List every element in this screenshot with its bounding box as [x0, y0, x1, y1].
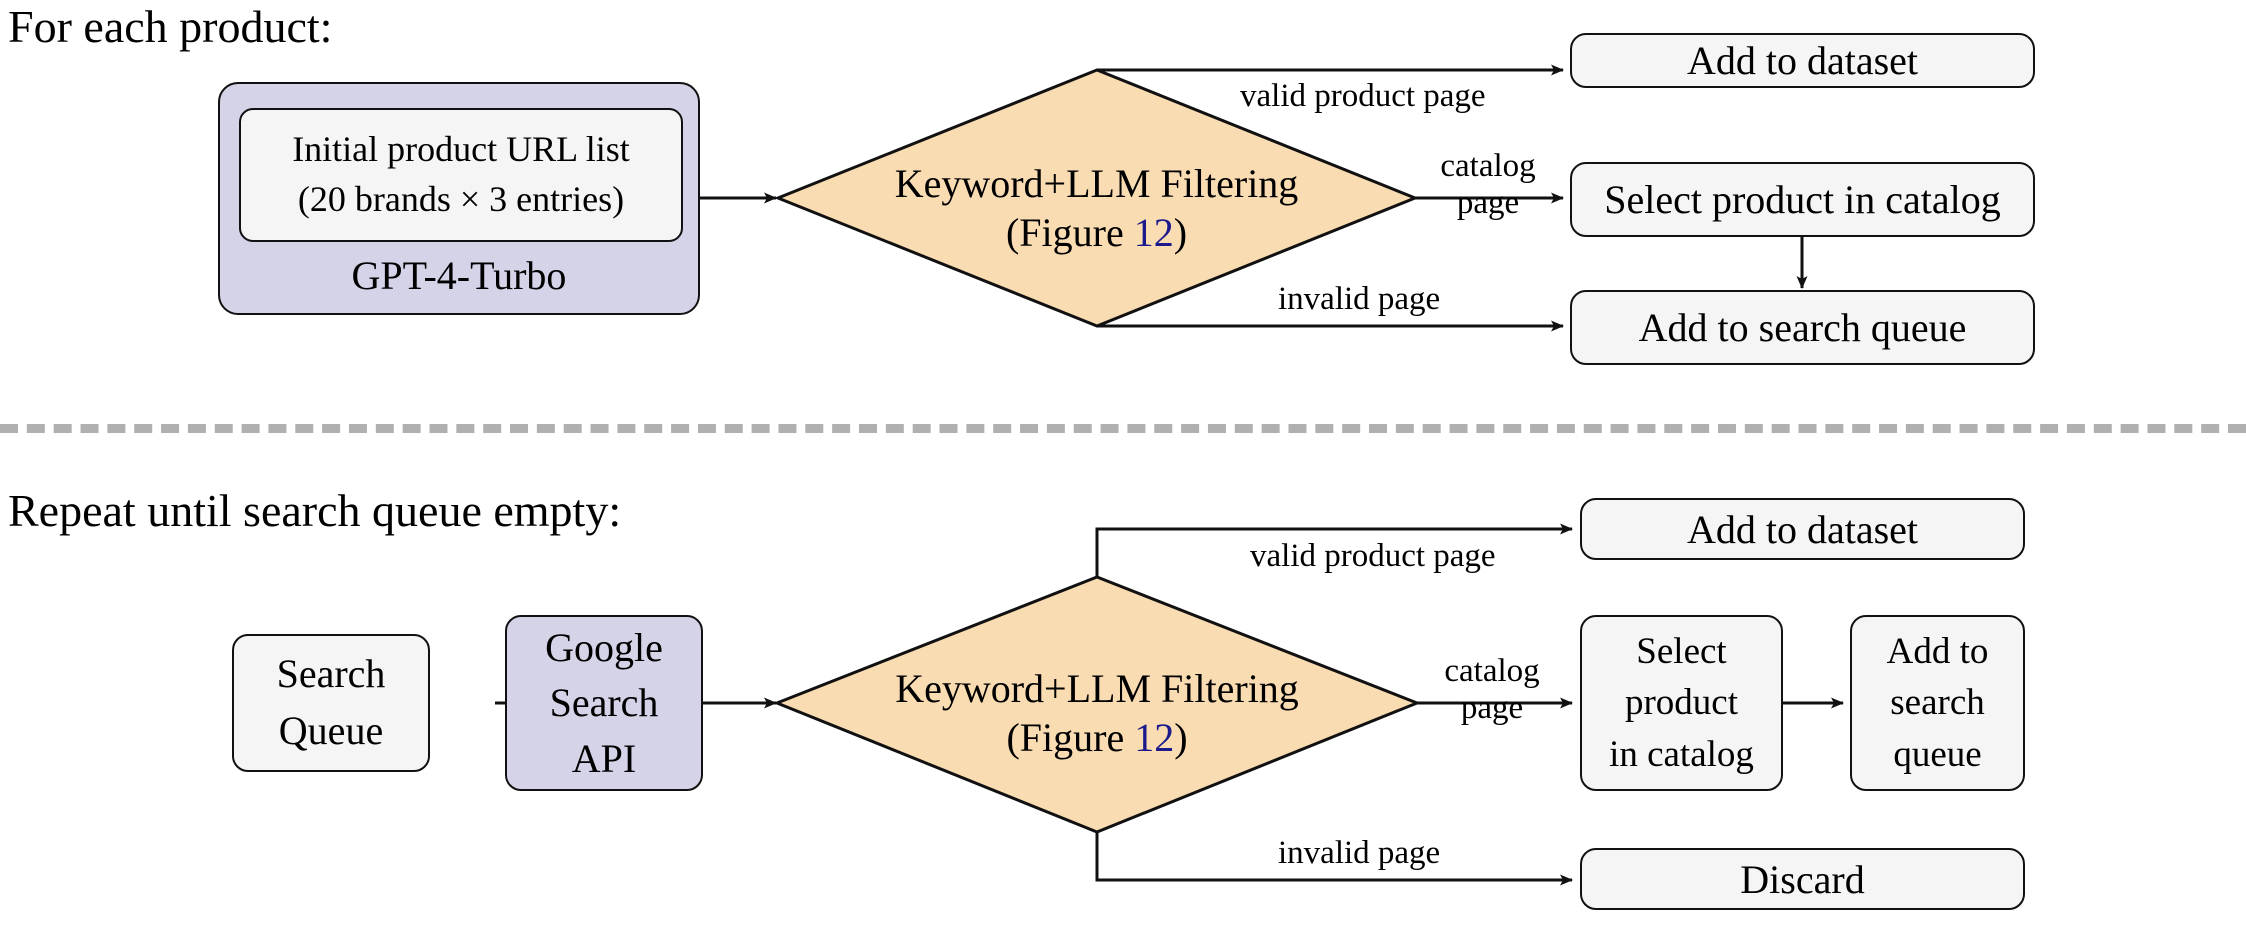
decision-diamond-top[interactable] [773, 68, 1420, 328]
output-select-product-in-catalog-top[interactable]: Select product in catalog [1570, 162, 2035, 237]
search-queue-node[interactable]: Search Queue [232, 634, 430, 772]
output-select-bottom-line1: Select [1636, 631, 1727, 673]
section-title-bottom: Repeat until search queue empty: [8, 485, 622, 536]
section-title-top: For each product: [8, 1, 333, 52]
edge-label-catalog-bottom-line2: page [1460, 689, 1524, 726]
search-queue-line1: Search [276, 651, 386, 697]
section-divider [0, 424, 2246, 433]
output-queue-bottom-line1: Add to [1886, 631, 1989, 673]
edge-valid-product-page-bottom [1095, 523, 1573, 577]
output-add-to-dataset-bottom[interactable]: Add to dataset [1580, 498, 2025, 560]
source-node-gpt4turbo[interactable]: Initial product URL list (20 brands × 3 … [218, 82, 700, 315]
initial-url-list-line1: Initial product URL list [292, 129, 630, 170]
edge-label-catalog-bottom-line1: catalog [1444, 653, 1540, 689]
edge-label-valid-product-page-top: valid product page [1240, 78, 1486, 114]
output-select-bottom-line3: in catalog [1609, 733, 1754, 775]
google-search-api-line2: Search [549, 680, 659, 726]
output-queue-bottom-line2: search [1890, 682, 1985, 724]
edge-label-valid-product-page-bottom: valid product page [1250, 538, 1496, 574]
output-select-product-in-catalog-top-label: Select product in catalog [1604, 177, 2001, 222]
decision-diamond-bottom[interactable] [772, 575, 1422, 834]
initial-url-list-node[interactable]: Initial product URL list (20 brands × 3 … [239, 108, 683, 242]
output-select-bottom-line2: product [1624, 682, 1739, 724]
edge-label-invalid-page-top: invalid page [1278, 281, 1441, 317]
output-add-to-search-queue-bottom[interactable]: Add to search queue [1850, 615, 2025, 791]
output-queue-bottom-line3: queue [1893, 733, 1982, 775]
source-node-label: GPT-4-Turbo [351, 253, 567, 298]
output-discard-bottom-label: Discard [1740, 856, 1865, 902]
edge-label-catalog-top-line1: catalog [1440, 148, 1536, 184]
output-add-to-search-queue-top[interactable]: Add to search queue [1570, 290, 2035, 365]
google-search-api-line3: API [571, 735, 637, 781]
google-search-api-line1: Google [545, 625, 663, 671]
output-select-product-in-catalog-bottom[interactable]: Select product in catalog [1580, 615, 1783, 791]
edge-label-catalog-page-top: catalog page [1428, 148, 1548, 222]
output-add-to-search-queue-top-label: Add to search queue [1638, 305, 1967, 350]
edge-invalid-page-bottom [1095, 832, 1573, 886]
edge-label-invalid-page-bottom: invalid page [1278, 835, 1441, 871]
edge-label-catalog-top-line2: page [1456, 184, 1520, 221]
output-add-to-dataset-bottom-label: Add to dataset [1686, 506, 1919, 552]
output-add-to-dataset-top[interactable]: Add to dataset [1570, 33, 2035, 88]
initial-url-list-line2: (20 brands × 3 entries) [297, 179, 625, 219]
output-discard-bottom[interactable]: Discard [1580, 848, 2025, 910]
edge-label-catalog-page-bottom: catalog page [1432, 653, 1552, 727]
search-queue-line2: Queue [278, 708, 384, 753]
google-search-api-node[interactable]: Google Search API [505, 615, 703, 791]
output-add-to-dataset-top-label: Add to dataset [1686, 38, 1919, 83]
